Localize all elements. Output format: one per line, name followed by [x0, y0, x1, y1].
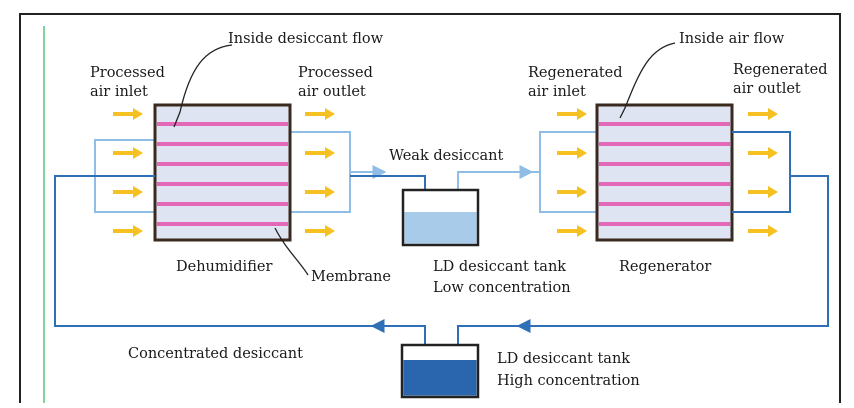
label-concentrated-desiccant: Concentrated desiccant	[128, 346, 303, 362]
label-inside-desiccant-flow: Inside desiccant flow	[228, 31, 384, 47]
label-regenerated-air-inlet-2: air inlet	[528, 84, 586, 100]
label-regenerated-air-inlet-1: Regenerated	[528, 65, 623, 81]
regenerated-air-ducts	[457, 131, 597, 213]
label-tank-high-1: LD desiccant tank	[497, 351, 630, 367]
regenerator-unit	[595, 103, 734, 242]
figure-frame	[19, 13, 841, 408]
tank-low-concentration	[401, 188, 480, 247]
tank-high-concentration	[400, 343, 480, 399]
label-processed-air-outlet-2: air outlet	[298, 84, 366, 100]
label-inside-air-flow: Inside air flow	[679, 31, 785, 47]
label-weak-desiccant: Weak desiccant	[389, 148, 504, 164]
dehumidifier-unit	[153, 103, 292, 242]
label-regenerated-air-outlet-1: Regenerated	[733, 62, 828, 78]
label-regenerator: Regenerator	[619, 259, 711, 275]
label-membrane: Membrane	[311, 269, 391, 285]
label-tank-low-1: LD desiccant tank	[433, 259, 566, 275]
label-processed-air-inlet-2: air inlet	[90, 84, 148, 100]
label-tank-low-2: Low concentration	[433, 280, 571, 296]
air-arrows-regenerator	[557, 108, 778, 237]
label-processed-air-inlet-1: Processed	[90, 65, 165, 81]
label-dehumidifier: Dehumidifier	[176, 259, 272, 275]
label-regenerated-air-outlet-2: air outlet	[733, 81, 801, 97]
label-tank-high-2: High concentration	[497, 373, 640, 389]
callout-leaders	[173, 42, 676, 276]
desiccant-loop	[54, 131, 829, 345]
air-arrows-dehumidifier	[113, 108, 335, 237]
label-processed-air-outlet-1: Processed	[298, 65, 373, 81]
